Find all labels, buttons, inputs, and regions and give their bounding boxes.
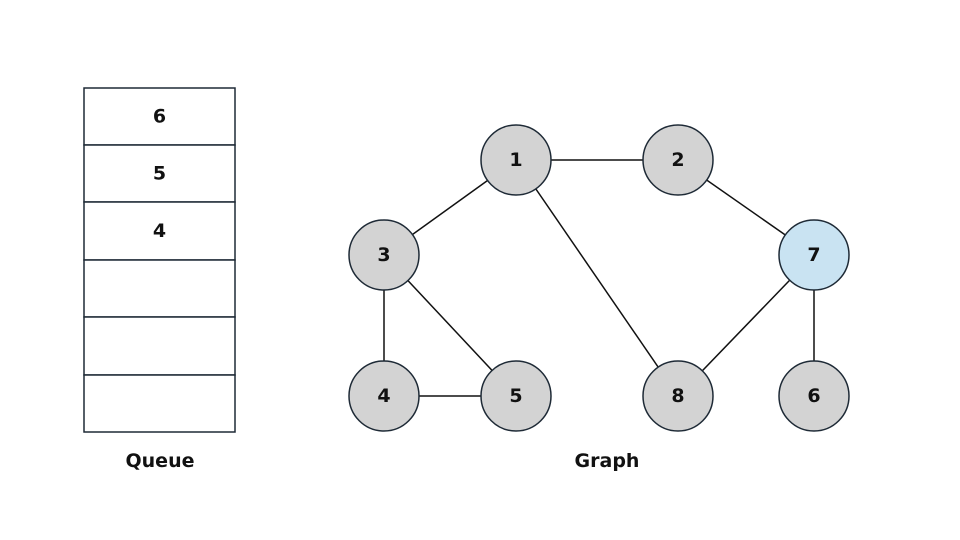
node-circle bbox=[348, 360, 420, 432]
graph-node-3: 3 bbox=[348, 219, 420, 291]
queue-cell-value: 6 bbox=[153, 106, 166, 128]
graph-node-8: 8 bbox=[642, 360, 714, 432]
node-label: 4 bbox=[377, 385, 390, 407]
node-label: 1 bbox=[509, 149, 522, 171]
queue-cell-value: 5 bbox=[153, 163, 166, 185]
queue-cell bbox=[83, 259, 236, 318]
queue-caption: Queue bbox=[126, 450, 195, 472]
node-circle bbox=[642, 124, 714, 196]
edge-1-8 bbox=[515, 159, 679, 397]
graph-node-5: 5 bbox=[480, 360, 552, 432]
graph-edges bbox=[383, 159, 815, 397]
graph-node-2: 2 bbox=[642, 124, 714, 196]
node-label: 5 bbox=[509, 385, 522, 407]
queue-cell-value: 4 bbox=[153, 220, 166, 242]
node-label: 3 bbox=[377, 244, 390, 266]
queue-cell: 5 bbox=[83, 144, 236, 203]
graph-node-1: 1 bbox=[480, 124, 552, 196]
graph-nodes: 1 2 3 7 4 5 8 6 bbox=[348, 124, 850, 432]
queue-cell bbox=[83, 316, 236, 376]
node-circle bbox=[642, 360, 714, 432]
queue: 6 5 4 Queue bbox=[83, 87, 236, 472]
node-circle bbox=[348, 219, 420, 291]
node-label: 6 bbox=[807, 385, 820, 407]
node-label: 7 bbox=[807, 244, 820, 266]
node-circle bbox=[480, 124, 552, 196]
node-circle bbox=[778, 219, 850, 291]
graph: 1 2 3 7 4 5 8 6 Graph bbox=[348, 124, 850, 472]
node-circle bbox=[480, 360, 552, 432]
graph-node-6: 6 bbox=[778, 360, 850, 432]
node-circle bbox=[778, 360, 850, 432]
queue-cell: 4 bbox=[83, 201, 236, 261]
queue-cell: 6 bbox=[83, 87, 236, 146]
graph-node-4: 4 bbox=[348, 360, 420, 432]
queue-cell bbox=[83, 374, 236, 433]
node-label: 8 bbox=[671, 385, 684, 407]
graph-node-7: 7 bbox=[778, 219, 850, 291]
node-label: 2 bbox=[671, 149, 684, 171]
graph-caption: Graph bbox=[575, 450, 640, 472]
